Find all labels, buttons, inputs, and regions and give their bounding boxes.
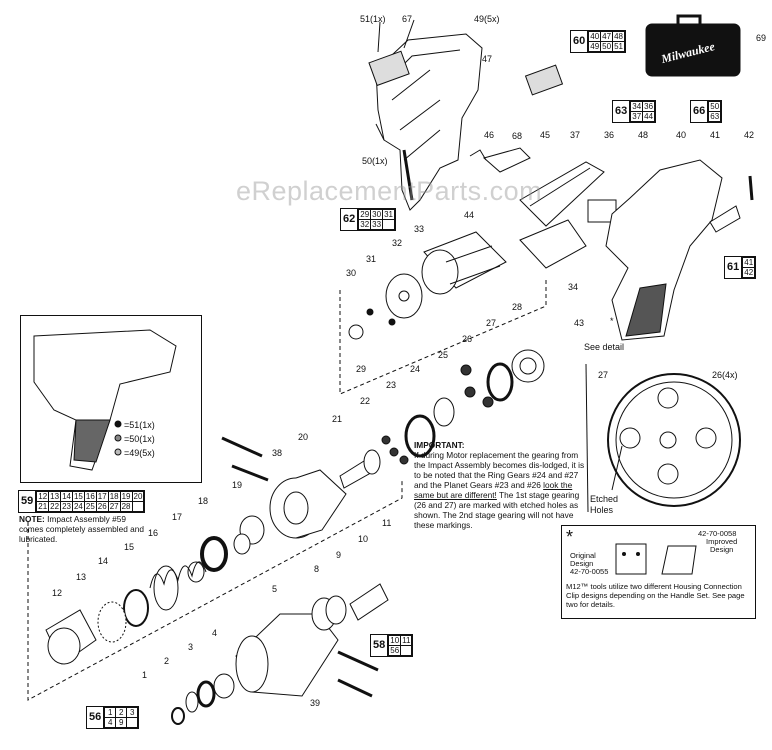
- clip-illustrations: [615, 543, 697, 575]
- part-label: 21: [332, 414, 343, 424]
- part-label: 32: [392, 238, 403, 248]
- part-label: 1: [142, 670, 148, 680]
- part-label: 4: [212, 628, 218, 638]
- part-label: 51(1x): [360, 14, 386, 24]
- part-label: 11: [382, 518, 392, 528]
- part-label: 27: [486, 318, 497, 328]
- part-label: 30: [346, 268, 357, 278]
- original-part-number: 42-70-0055: [570, 567, 609, 576]
- part-label: 17: [172, 512, 183, 522]
- part-label: 14: [98, 556, 109, 566]
- inset-tool-view: [20, 315, 202, 483]
- part-label: 9: [336, 550, 342, 560]
- part-label: 42: [744, 130, 755, 140]
- part-label: 22: [360, 396, 371, 406]
- housing-half: [368, 33, 483, 211]
- inset-legend-item: =49(5x): [124, 448, 155, 458]
- part-label: 24: [410, 364, 421, 374]
- part-label: 13: [76, 572, 87, 582]
- part-label: 37: [570, 130, 581, 140]
- part-label: 19: [232, 480, 243, 490]
- part-label: 34: [568, 282, 579, 292]
- part-label: 27: [598, 370, 609, 380]
- improved-part-number: 42-70-0058: [698, 529, 737, 538]
- part-label: 15: [124, 542, 135, 552]
- part-label: 43: [574, 318, 585, 328]
- improved-label: Improved: [706, 537, 738, 546]
- part-label: 3: [188, 642, 194, 652]
- part-label: 36: [604, 130, 615, 140]
- part-label: 40: [676, 130, 687, 140]
- clip-info-text: M12™ tools utilize two different Housing…: [566, 582, 745, 609]
- improved-design-label: Design: [710, 545, 734, 554]
- original-label: Original: [570, 551, 596, 560]
- part-label: 50(1x): [362, 156, 388, 166]
- part-label: 48: [638, 130, 649, 140]
- clip-design-box: * Original Design 42-70-0055 42-70-0058 …: [561, 525, 756, 619]
- part-label: 23: [386, 380, 397, 390]
- part-label: 16: [148, 528, 159, 538]
- part-label: 41: [710, 130, 721, 140]
- part-label: 38: [272, 448, 283, 458]
- part-label: 67: [402, 14, 413, 24]
- part-label: 45: [540, 130, 551, 140]
- asterisk: *: [566, 527, 574, 547]
- part-label: 25: [438, 350, 449, 360]
- etched-label: Etched: [590, 494, 619, 504]
- part-label: 26: [462, 334, 473, 344]
- part-label: 33: [414, 224, 425, 234]
- part-label: 46: [484, 130, 495, 140]
- part-label: 5: [272, 584, 278, 594]
- tool-case: Milwaukee: [645, 14, 741, 77]
- inset-legend-item: =50(1x): [124, 434, 155, 444]
- part-label: See detail: [584, 342, 625, 352]
- holes-label: Holes: [590, 505, 614, 515]
- part-label: 12: [52, 588, 63, 598]
- part-label: 20: [298, 432, 309, 442]
- part-label: 31: [366, 254, 377, 264]
- part-label: 29: [356, 364, 367, 374]
- part-label: 68: [512, 131, 523, 141]
- part-label: 47: [482, 54, 493, 64]
- part-label: *: [610, 316, 614, 326]
- part-label: 28: [512, 302, 523, 312]
- part-label: 2: [164, 656, 170, 666]
- part-label: 39: [310, 698, 321, 708]
- inset-legend-item: =51(1x): [124, 420, 155, 430]
- part-label: 10: [358, 534, 369, 544]
- part-label: 49(5x): [474, 14, 500, 24]
- note: NOTE: Impact Assembly #59 comes complete…: [19, 514, 144, 544]
- part-label: 44: [464, 210, 475, 220]
- part-label: 18: [198, 496, 209, 506]
- part-label: 8: [314, 564, 320, 574]
- part-label: 26(4x): [712, 370, 738, 380]
- original-design-label: Design: [570, 559, 594, 568]
- watermark: eReplacementParts.com: [236, 176, 543, 206]
- important-notice: IMPORTANT: If during Motor replacement t…: [414, 440, 585, 530]
- part-label: 69: [756, 33, 767, 43]
